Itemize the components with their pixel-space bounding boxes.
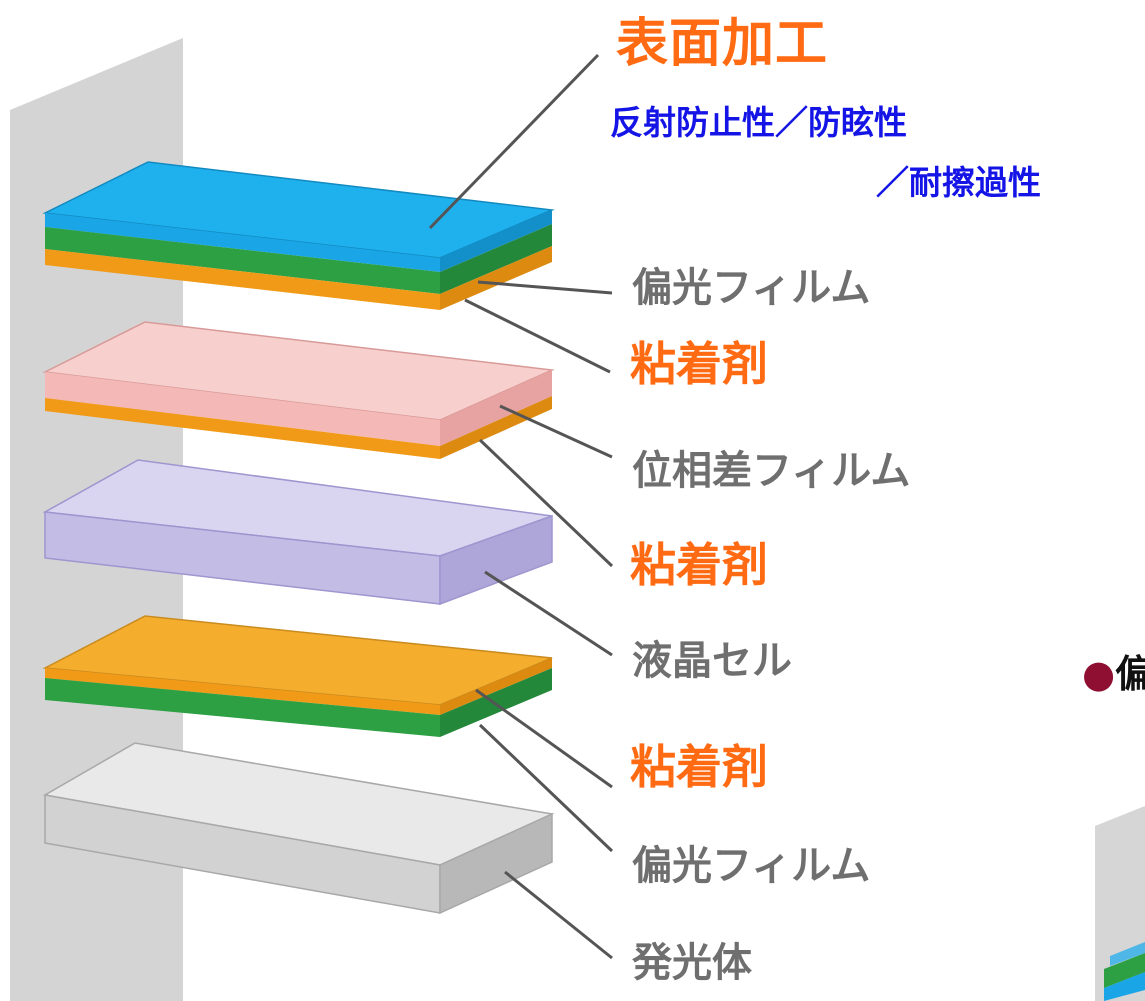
leader-surface (428, 53, 600, 230)
leader-polarizer-top (477, 280, 613, 295)
label-polarizer-film-top: 偏光フィルム (632, 265, 871, 311)
emitter-plate (42, 742, 555, 915)
label-lc-cell: 液晶セル (632, 638, 792, 684)
label-adhesive-3: 粘着剤 (630, 740, 768, 794)
leader-adhesive-1 (464, 298, 611, 374)
side-heading-text: 偏 (1115, 652, 1145, 696)
leader-emitter (504, 870, 613, 960)
label-surface-properties-line1: 反射防止性／防眩性 (610, 103, 907, 142)
leader-polarizer-bottom (478, 723, 614, 853)
side-heading: ●偏 (1082, 655, 1145, 693)
leader-lc-cell (484, 570, 613, 657)
label-surface-treatment: 表面加工 (616, 14, 829, 74)
label-polarizer-film-bottom: 偏光フィルム (632, 843, 871, 889)
label-adhesive-2: 粘着剤 (630, 538, 768, 592)
leader-adhesive-2 (478, 438, 614, 568)
corner-stack-thumbnail (1095, 806, 1145, 1001)
label-emitter: 発光体 (632, 940, 752, 986)
bullet-icon: ● (1082, 652, 1116, 696)
retardation-film-stack (42, 321, 555, 459)
top-polarizer-stack (42, 161, 555, 310)
label-surface-properties-line2: ／耐擦過性 (876, 163, 1041, 202)
lc-cell-plate (42, 459, 553, 606)
label-retardation-film: 位相差フィルム (632, 448, 911, 494)
leader-adhesive-3 (475, 688, 613, 789)
leader-retardation (499, 404, 613, 459)
label-adhesive-1: 粘着剤 (630, 337, 768, 391)
